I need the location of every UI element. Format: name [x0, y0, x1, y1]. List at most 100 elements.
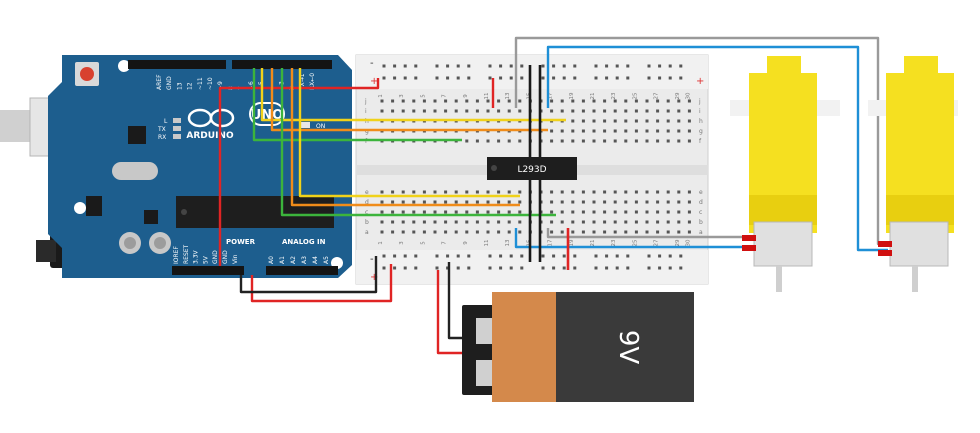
rail-hole	[393, 266, 397, 270]
rail-hole	[647, 64, 651, 68]
breadboard-hole	[444, 190, 448, 194]
breadboard-hole	[475, 139, 479, 143]
dc-motor-1[interactable]	[730, 56, 840, 292]
breadboard-hole	[401, 190, 405, 194]
breadboard-hole	[677, 200, 681, 204]
arduino-brand-text: ARDUINO	[186, 131, 234, 141]
wire-orange-2	[290, 68, 520, 207]
column-label: 25	[632, 92, 638, 99]
breadboard-hole	[454, 190, 458, 194]
l293d-chip[interactable]: L293D	[487, 157, 577, 180]
breadboard-hole	[592, 210, 596, 214]
rail-hole	[414, 254, 418, 258]
rail-hole	[456, 64, 460, 68]
power-led	[300, 122, 310, 128]
rail-hole	[446, 76, 450, 80]
rail-hole	[520, 266, 524, 270]
led-l-label: L	[164, 118, 168, 125]
breadboard-hole	[560, 139, 564, 143]
breadboard-hole	[391, 230, 395, 234]
breadboard-hole	[656, 119, 660, 123]
rail-hole	[679, 76, 683, 80]
breadboard-hole	[677, 139, 681, 143]
rail-hole	[658, 76, 662, 80]
breadboard-hole	[518, 230, 522, 234]
reset-button[interactable]	[75, 62, 99, 86]
breadboard-hole	[624, 220, 628, 224]
column-label: 1	[378, 241, 384, 245]
rail-hole	[393, 76, 397, 80]
rail-hole	[562, 254, 566, 258]
atmega-microcontroller	[176, 196, 334, 228]
breadboard-hole	[465, 139, 469, 143]
wire-blue-motor2	[546, 45, 888, 252]
pin-label: 3.3V	[193, 249, 200, 264]
breadboard-hole	[550, 200, 554, 204]
power-header	[172, 266, 244, 275]
row-label: e	[365, 189, 369, 196]
pin-label: ~11	[197, 77, 204, 90]
breadboard-hole	[454, 220, 458, 224]
breadboard-hole	[475, 230, 479, 234]
breadboard-hole	[656, 129, 660, 133]
column-label: 21	[590, 240, 596, 247]
breadboard-hole	[666, 139, 670, 143]
breadboard-hole	[592, 230, 596, 234]
rail-hole	[382, 64, 386, 68]
breadboard-hole	[687, 190, 691, 194]
breadboard-hole	[391, 190, 395, 194]
breadboard-hole	[592, 109, 596, 113]
breadboard-hole	[444, 200, 448, 204]
breadboard-hole	[581, 119, 585, 123]
breadboard-hole	[401, 210, 405, 214]
breadboard-hole	[391, 220, 395, 224]
row-label: c	[365, 209, 368, 216]
breadboard-hole	[687, 200, 691, 204]
rail-hole	[594, 266, 598, 270]
breadboard-hole	[603, 200, 607, 204]
wire-green-1	[252, 68, 462, 142]
column-label: 3	[399, 241, 405, 245]
breadboard-hole	[486, 200, 490, 204]
rail-hole	[382, 254, 386, 258]
pin-label: IOREF	[173, 246, 180, 264]
breadboard-hole	[401, 109, 405, 113]
breadboard-hole	[571, 200, 575, 204]
rail-hole	[382, 266, 386, 270]
column-label: 30	[685, 239, 691, 246]
breadboard-hole	[634, 230, 638, 234]
breadboard-hole	[687, 210, 691, 214]
breadboard-hole	[613, 220, 617, 224]
arduino-uno[interactable]: ARDUINO UNO L TX RX ON POWER ANALOG IN A…	[48, 55, 352, 278]
breadboard-hole	[634, 119, 638, 123]
breadboard-hole	[656, 210, 660, 214]
breadboard-hole	[433, 210, 437, 214]
row-label: h	[699, 118, 703, 125]
rail-hole	[541, 266, 545, 270]
breadboard-hole	[645, 139, 649, 143]
breadboard-hole	[571, 99, 575, 103]
breadboard-hole	[454, 109, 458, 113]
rail-minus-label: -	[370, 58, 374, 69]
dc-motor-2[interactable]	[868, 56, 958, 292]
rail-hole	[573, 64, 577, 68]
breadboard-hole	[603, 129, 607, 133]
breadboard-hole	[507, 210, 511, 214]
breadboard-hole	[624, 109, 628, 113]
rail-hole	[509, 76, 513, 80]
rail-hole	[435, 76, 439, 80]
breadboard-hole	[433, 230, 437, 234]
breadboard-hole	[422, 109, 426, 113]
pin-label: GND	[222, 250, 229, 264]
breadboard-hole	[507, 190, 511, 194]
breadboard-hole	[444, 99, 448, 103]
breadboard-hole	[401, 200, 405, 204]
pin-label: GND	[212, 250, 219, 264]
battery-9v[interactable]: 9V	[462, 292, 694, 402]
breadboard-hole	[444, 220, 448, 224]
breadboard-hole	[454, 200, 458, 204]
breadboard-hole	[391, 210, 395, 214]
analog-section-label: ANALOG IN	[282, 238, 326, 246]
breadboard-hole	[581, 210, 585, 214]
breadboard-hole	[454, 230, 458, 234]
